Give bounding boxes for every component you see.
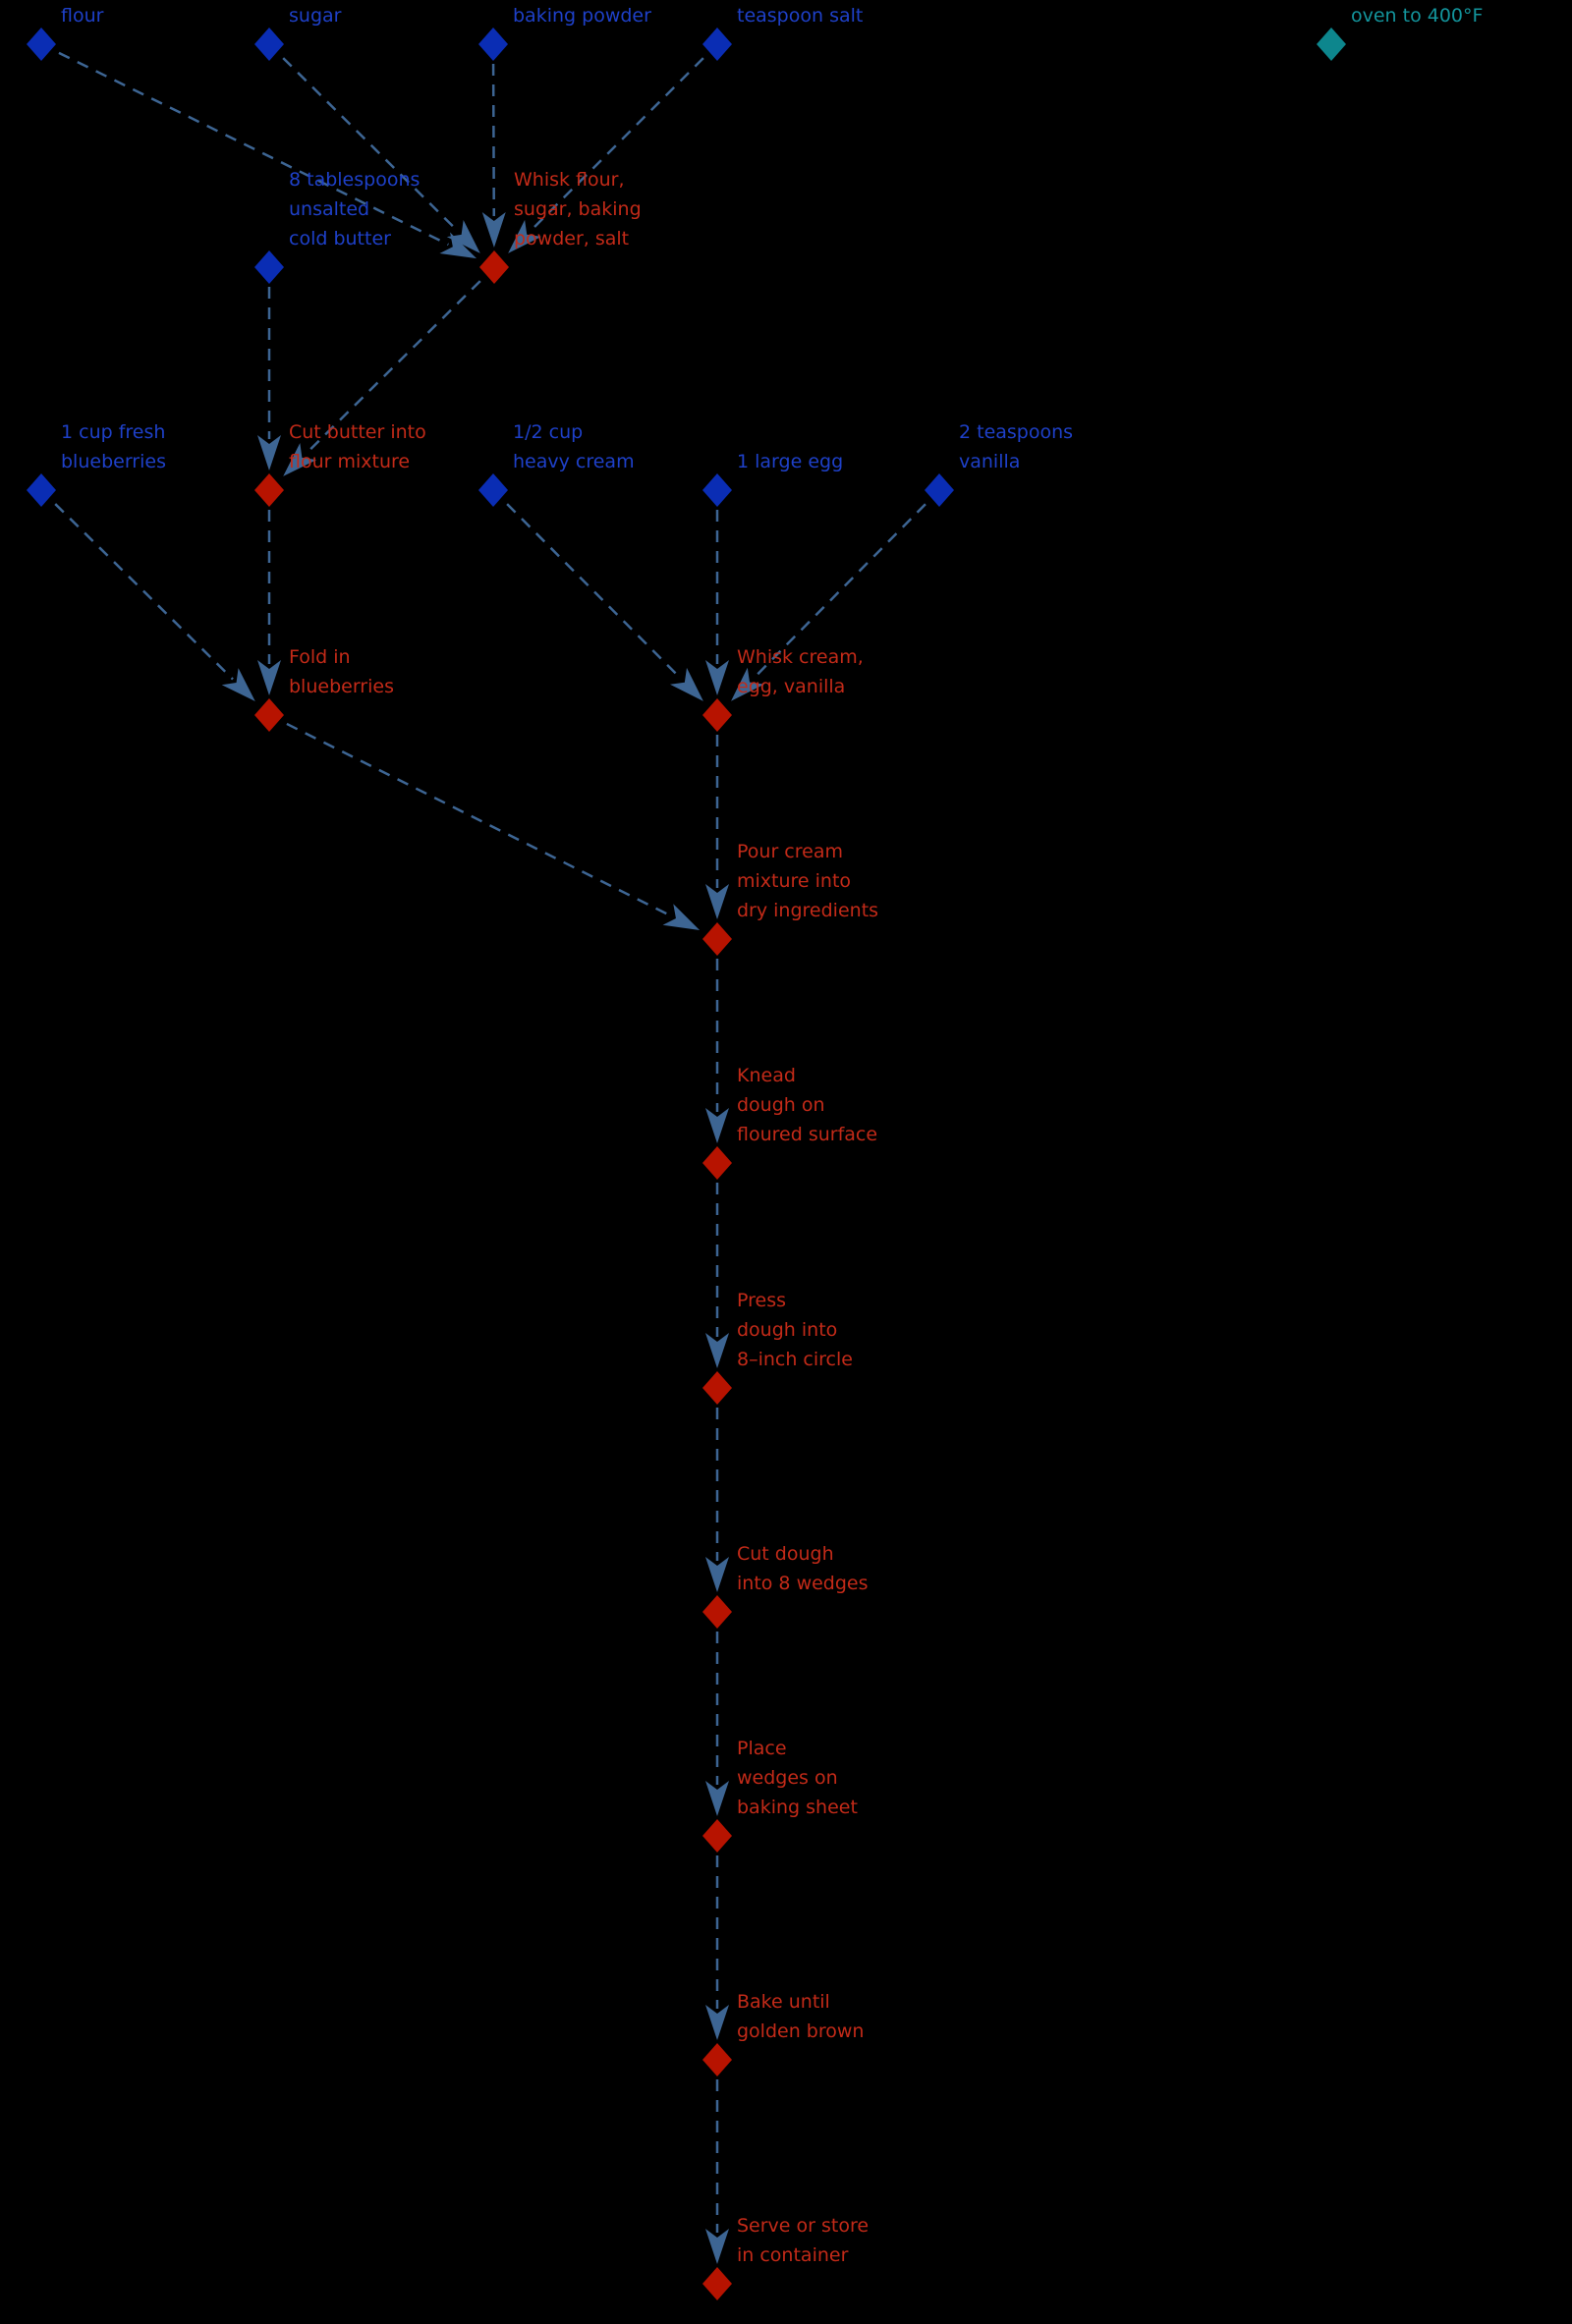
arrowhead-butter-to-cut_butter (257, 435, 281, 470)
arrowhead-salt-to-whisk_dry (508, 219, 542, 253)
edge-salt-to-whisk_dry (529, 57, 704, 233)
arrowhead-vanilla-to-whisk_wet (731, 667, 764, 701)
arrowhead-place-to-bake (705, 2005, 729, 2040)
node-whisk-wet-diamond (702, 698, 732, 732)
arrowhead-fold-to-pour (662, 904, 701, 931)
nodes-layer (27, 28, 1346, 2300)
node-cream-diamond (478, 473, 508, 507)
node-salt-diamond (702, 28, 732, 61)
arrowhead-baking_powder-to-whisk_dry (481, 211, 506, 249)
arrowhead-whisk_dry-to-cut_butter (283, 443, 317, 476)
node-pour-diamond (702, 922, 732, 956)
arrowhead-press-to-cut_wedges (705, 1557, 729, 1592)
node-vanilla-diamond (925, 473, 954, 507)
node-press-diamond (702, 1371, 732, 1405)
node-blueberries-diamond (27, 473, 56, 507)
arrowhead-flour-to-whisk_dry (439, 232, 477, 259)
arrowhead-whisk_wet-to-pour (705, 884, 729, 919)
edge-flour-to-whisk_dry (58, 51, 449, 247)
node-knead-diamond (702, 1146, 732, 1180)
edges-layer (54, 51, 926, 2233)
arrowhead-knead-to-press (705, 1333, 729, 1368)
node-whisk-dry-diamond (479, 250, 509, 284)
node-cut-wedges-diamond (702, 1595, 732, 1629)
node-sugar-diamond (254, 28, 284, 61)
arrowhead-egg-to-whisk_wet (705, 660, 729, 695)
node-egg-diamond (702, 473, 732, 507)
arrowheads-layer (221, 211, 764, 2264)
arrowhead-cut_butter-to-fold (257, 660, 281, 695)
node-oven-diamond (1317, 28, 1346, 61)
node-flour-diamond (27, 28, 56, 61)
edge-sugar-to-whisk_dry (282, 57, 459, 233)
edge-blueberries-to-fold (54, 503, 234, 681)
node-butter-diamond (254, 250, 284, 284)
node-bake-diamond (702, 2043, 732, 2076)
edge-vanilla-to-whisk_wet (752, 503, 926, 680)
arrowhead-cut_wedges-to-place (705, 1781, 729, 1816)
arrowhead-bake-to-serve (705, 2229, 729, 2264)
edge-fold-to-pour (286, 722, 673, 917)
edge-baking_powder-to-whisk_dry (491, 63, 496, 217)
node-serve-diamond (702, 2267, 732, 2300)
arrowhead-pour-to-knead (705, 1108, 729, 1143)
edge-whisk_dry-to-cut_butter (305, 280, 481, 456)
arrowhead-cream-to-whisk_wet (669, 667, 703, 701)
node-place-diamond (702, 1819, 732, 1853)
arrowhead-sugar-to-whisk_dry (446, 220, 480, 253)
arrowhead-blueberries-to-fold (221, 668, 255, 701)
edge-cream-to-whisk_wet (506, 503, 683, 681)
node-fold-diamond (254, 698, 284, 732)
node-cut-butter-diamond (254, 473, 284, 507)
node-baking-powder-diamond (478, 28, 508, 61)
